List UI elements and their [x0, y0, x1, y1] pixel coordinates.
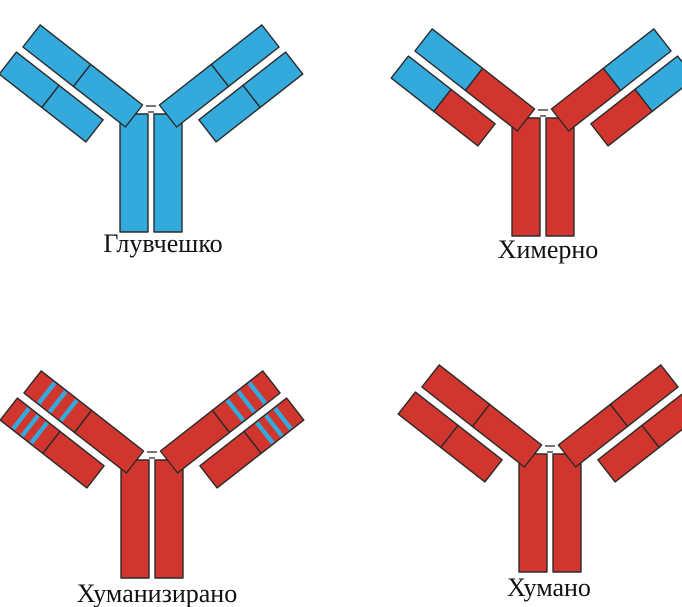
label-humanized: Хуманизирано — [77, 579, 237, 607]
human-antibody — [398, 365, 682, 572]
fc-right-segment — [154, 114, 182, 232]
label-murine: Глувчешко — [103, 229, 222, 258]
fc-left-segment — [121, 460, 149, 578]
fc-left-segment — [512, 118, 540, 236]
label-chimeric: Химерно — [498, 235, 599, 264]
label-human: Хумано — [507, 573, 591, 602]
fc-left-segment — [120, 114, 148, 232]
fc-right-segment — [546, 118, 574, 236]
murine-antibody — [0, 25, 303, 232]
fc-right-segment — [553, 454, 581, 572]
humanized-antibody — [0, 371, 304, 578]
fc-left-segment — [519, 454, 547, 572]
fc-right-segment — [155, 460, 183, 578]
chimeric-antibody — [391, 29, 682, 236]
